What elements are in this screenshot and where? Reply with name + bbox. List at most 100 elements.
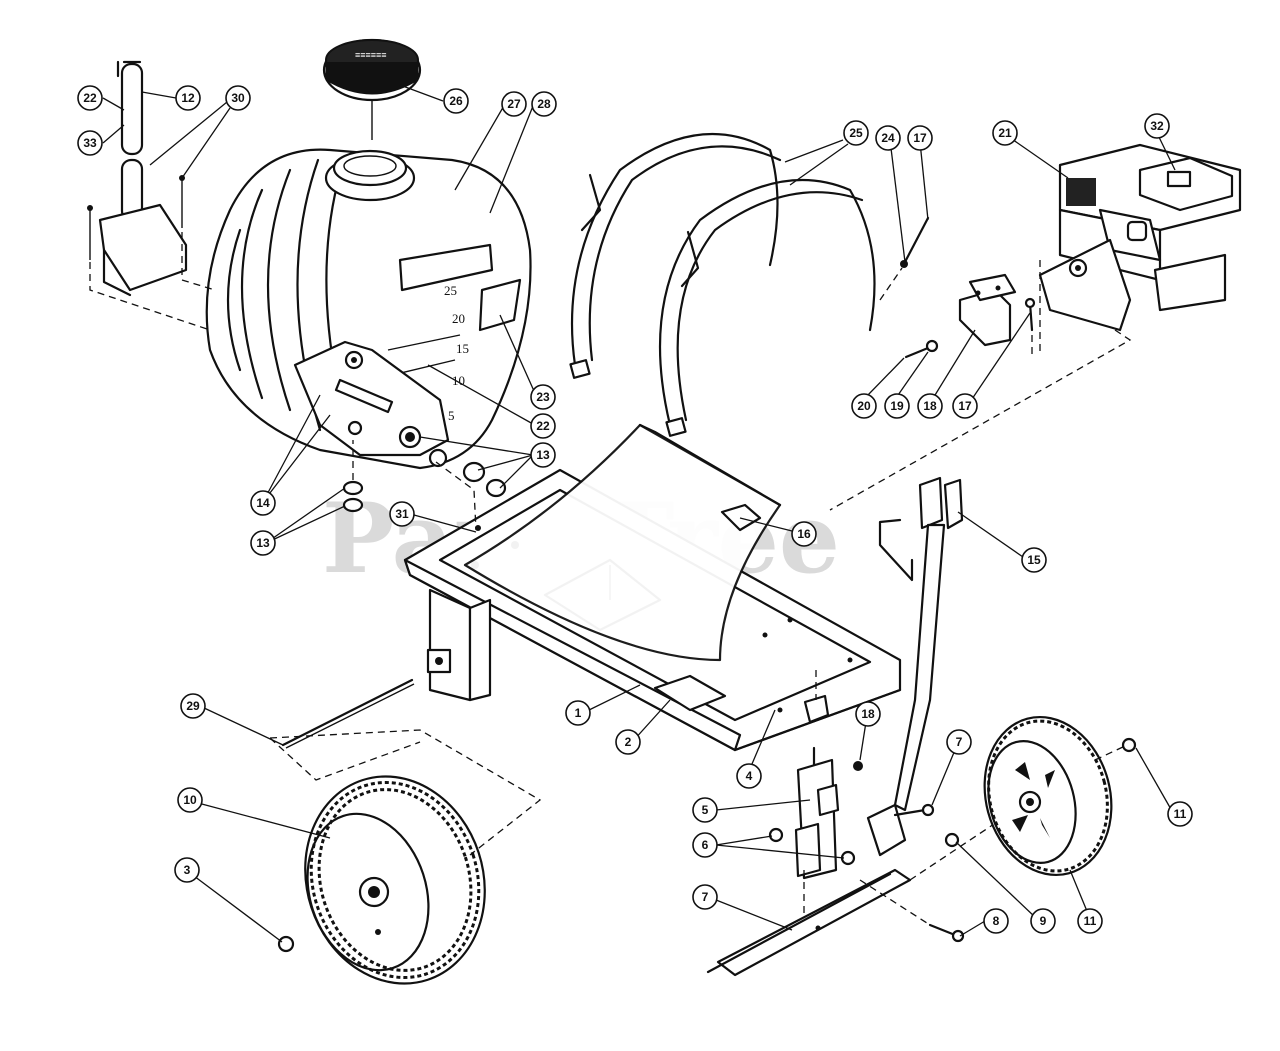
tank-cap: ≡≡≡≡≡≡ [322,38,422,140]
callout[interactable]: 32 [1144,113,1170,139]
callout[interactable]: 18 [855,701,881,727]
svg-text:27: 27 [507,97,521,111]
callout[interactable]: 12 [175,85,201,111]
callout[interactable]: 31 [389,501,415,527]
svg-text:30: 30 [231,91,245,105]
callout[interactable]: 5 [692,797,718,823]
svg-text:17: 17 [958,399,972,413]
svg-text:13: 13 [536,448,550,462]
callout[interactable]: 24 [875,125,901,151]
callout[interactable]: 20 [851,393,877,419]
callout[interactable]: 7 [946,729,972,755]
callout[interactable]: 23 [530,384,556,410]
svg-text:6: 6 [702,838,709,852]
svg-text:22: 22 [536,419,550,433]
callout[interactable]: 8 [983,908,1009,934]
pump-mount-bracket [904,273,1036,359]
svg-text:28: 28 [537,97,551,111]
svg-text:22: 22 [83,91,97,105]
tow-handle [866,476,964,857]
spray-tank: 25 20 15 10 5 [205,148,532,470]
svg-text:7: 7 [956,735,963,749]
svg-text:18: 18 [923,399,937,413]
svg-text:15: 15 [1027,553,1041,567]
callout[interactable]: 11 [1167,801,1193,827]
svg-text:2: 2 [625,735,632,749]
svg-text:21: 21 [998,126,1012,140]
gauge-mark: 10 [452,373,465,388]
callout[interactable]: 30 [225,85,251,111]
callout[interactable]: 4 [736,763,762,789]
svg-text:23: 23 [536,390,550,404]
axle-bracket [768,670,863,880]
left-wheel [269,729,542,985]
svg-text:29: 29 [186,699,200,713]
svg-text:9: 9 [1040,914,1047,928]
callout[interactable]: 21 [992,120,1018,146]
callout[interactable]: 25 [843,120,869,146]
svg-text:11: 11 [1084,914,1097,928]
svg-text:24: 24 [881,131,895,145]
callout[interactable]: 19 [884,393,910,419]
callout[interactable]: 22 [77,85,103,111]
right-wheel [983,715,1137,877]
axle-bolts [859,803,965,943]
washers [342,440,507,531]
svg-text:26: 26 [449,94,463,108]
callout[interactable]: 13 [530,442,556,468]
svg-text:11: 11 [1174,807,1187,821]
gauge-mark: 15 [456,341,469,356]
svg-text:33: 33 [83,136,97,150]
svg-text:18: 18 [861,707,875,721]
gauge-mark: 20 [452,311,465,326]
svg-text:3: 3 [184,863,191,877]
svg-text:10: 10 [183,793,197,807]
callout[interactable]: 10 [177,787,203,813]
callout[interactable]: 1 [565,700,591,726]
svg-text:19: 19 [890,399,904,413]
svg-text:32: 32 [1150,119,1164,133]
callout[interactable]: 16 [791,521,817,547]
leader-lines [102,84,1176,943]
callout[interactable]: 7 [692,884,718,910]
front-rod [281,678,415,749]
callout[interactable]: 11 [1077,908,1103,934]
svg-text:14: 14 [256,496,270,510]
callout[interactable]: 17 [907,125,933,151]
pump-engine [829,143,1242,511]
gauge-mark: 5 [448,408,455,423]
svg-text:17: 17 [913,131,927,145]
svg-text:7: 7 [702,890,709,904]
svg-text:12: 12 [181,91,195,105]
axle [706,819,1001,977]
strap-screw [879,216,930,301]
callout[interactable]: 18 [917,393,943,419]
callout[interactable]: 6 [692,832,718,858]
callout[interactable]: 13 [250,530,276,556]
callout[interactable]: 14 [250,490,276,516]
svg-text:4: 4 [746,769,753,783]
callout[interactable]: 17 [952,393,978,419]
svg-text:16: 16 [797,527,811,541]
callout[interactable]: 28 [531,91,557,117]
svg-text:13: 13 [256,536,270,550]
svg-text:1: 1 [575,706,582,720]
callout[interactable]: 3 [174,857,200,883]
callout[interactable]: 29 [180,693,206,719]
tank-straps [569,132,876,437]
callout[interactable]: 9 [1030,908,1056,934]
svg-text:≡≡≡≡≡≡: ≡≡≡≡≡≡ [355,50,387,60]
gauge-mark: 25 [444,283,457,298]
svg-text:5: 5 [702,803,709,817]
callout[interactable]: 33 [77,130,103,156]
svg-text:20: 20 [857,399,871,413]
callout[interactable]: 26 [443,88,469,114]
callout[interactable]: 27 [501,91,527,117]
svg-text:8: 8 [993,914,1000,928]
callout[interactable]: 2 [615,729,641,755]
svg-text:31: 31 [395,507,409,521]
callout[interactable]: 22 [530,413,556,439]
callout[interactable]: 15 [1021,547,1047,573]
svg-text:25: 25 [849,126,863,140]
